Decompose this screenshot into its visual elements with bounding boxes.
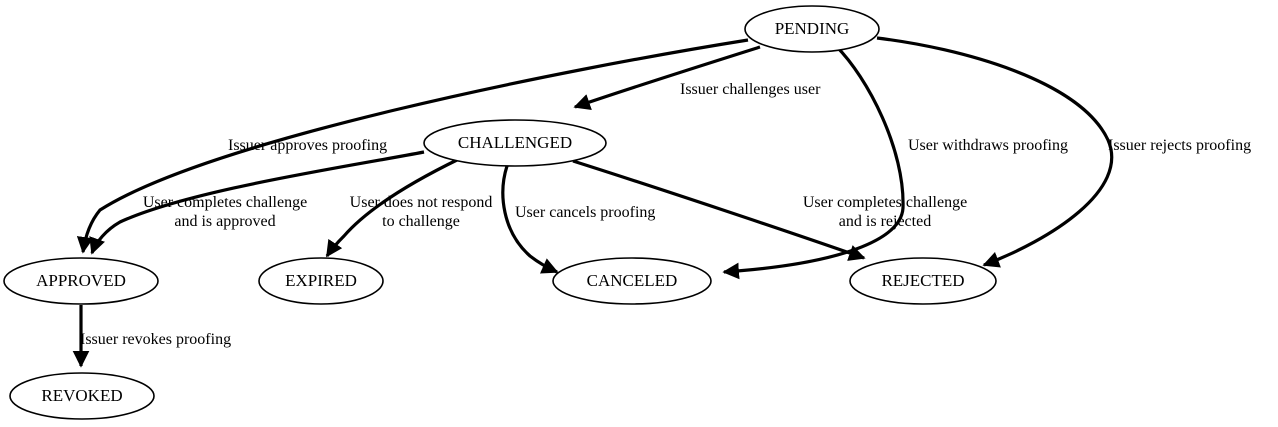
edge-label-user-completes-challenge-rejected: User completes challenge and is rejected bbox=[790, 193, 980, 231]
node-canceled[interactable]: CANCELED bbox=[552, 257, 712, 305]
node-rejected-shape bbox=[849, 257, 997, 305]
edge-pending-canceled[interactable] bbox=[722, 44, 905, 280]
nodes-layer: PENDING CHALLENGED APPROVED EXPIRED CANC… bbox=[3, 5, 997, 420]
edge-label-issuer-rejects-proofing: Issuer rejects proofing bbox=[1108, 136, 1251, 155]
node-revoked-label: REVOKED bbox=[41, 386, 122, 405]
node-canceled-label: CANCELED bbox=[587, 271, 678, 290]
node-rejected-label: REJECTED bbox=[881, 271, 964, 290]
edge-label-line: and is rejected bbox=[838, 213, 932, 230]
edge-label-line: Issuer rejects proofing bbox=[1108, 137, 1252, 154]
edge-label-line: User completes challenge bbox=[802, 194, 968, 211]
node-expired[interactable]: EXPIRED bbox=[258, 257, 384, 305]
node-approved-shape bbox=[3, 257, 159, 305]
node-challenged-shape bbox=[423, 119, 607, 167]
node-approved-label: APPROVED bbox=[36, 271, 126, 290]
edge-label-line: User completes challenge bbox=[142, 194, 308, 211]
edge-label-line: User cancels proofing bbox=[515, 204, 656, 221]
node-rejected[interactable]: REJECTED bbox=[849, 257, 997, 305]
edge-pending-approved[interactable] bbox=[76, 38, 749, 254]
edge-label-line: to challenge bbox=[382, 213, 460, 230]
edge-label-user-does-not-respond: User does not respond to challenge bbox=[340, 193, 502, 231]
node-pending-label: PENDING bbox=[775, 19, 850, 38]
node-expired-label: EXPIRED bbox=[285, 271, 357, 290]
edge-label-line: Issuer revokes proofing bbox=[80, 331, 232, 348]
node-pending[interactable]: PENDING bbox=[744, 5, 880, 53]
node-pending-shape bbox=[744, 5, 880, 53]
edge-challenged-expired[interactable] bbox=[325, 157, 460, 258]
edge-label-issuer-revokes-proofing: Issuer revokes proofing bbox=[80, 330, 231, 349]
node-revoked-shape bbox=[9, 372, 155, 420]
edges-layer bbox=[72, 36, 1114, 368]
node-approved[interactable]: APPROVED bbox=[3, 257, 159, 305]
edge-pending-rejected[interactable] bbox=[876, 36, 1114, 268]
edge-challenged-approved[interactable] bbox=[89, 150, 425, 255]
edge-challenged-canceled[interactable] bbox=[501, 165, 559, 274]
edge-label-user-withdraws-proofing: User withdraws proofing bbox=[908, 136, 1068, 155]
edge-label-line: and is approved bbox=[174, 213, 276, 230]
node-revoked[interactable]: REVOKED bbox=[9, 372, 155, 420]
edge-challenged-rejected[interactable] bbox=[572, 159, 866, 261]
edge-pending-challenged[interactable] bbox=[573, 45, 761, 110]
node-challenged-label: CHALLENGED bbox=[458, 133, 572, 152]
node-challenged[interactable]: CHALLENGED bbox=[423, 119, 607, 167]
edge-label-line: Issuer challenges user bbox=[680, 81, 821, 98]
edge-label-issuer-challenges-user: Issuer challenges user bbox=[680, 80, 820, 99]
node-canceled-shape bbox=[552, 257, 712, 305]
edge-label-line: User withdraws proofing bbox=[908, 137, 1068, 154]
edge-label-user-cancels-proofing: User cancels proofing bbox=[515, 203, 655, 222]
node-expired-shape bbox=[258, 257, 384, 305]
edge-label-issuer-approves-proofing: Issuer approves proofing bbox=[228, 136, 387, 155]
edge-label-user-completes-challenge-approved: User completes challenge and is approved bbox=[130, 193, 320, 231]
edge-label-line: User does not respond bbox=[349, 194, 493, 211]
edge-label-line: Issuer approves proofing bbox=[228, 137, 388, 154]
